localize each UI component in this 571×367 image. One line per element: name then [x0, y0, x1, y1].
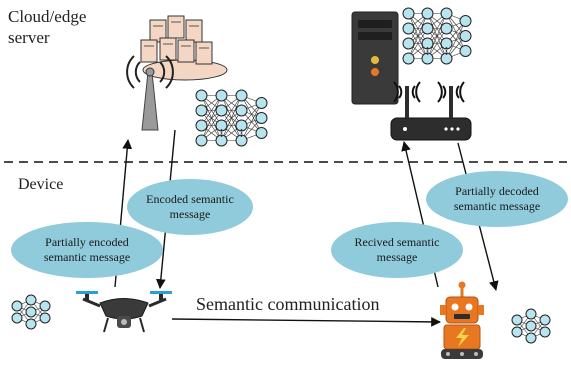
partially-decoded-bubble [426, 171, 568, 227]
pc-nn-icon [402, 7, 472, 65]
received-line1: Recived semantic [354, 235, 440, 249]
partially-decoded-line2: semantic message [453, 199, 541, 213]
partially-decoded-text: Partially decoded semantic message [432, 184, 562, 214]
encoded-line2: message [169, 207, 211, 221]
robot-nn-icon [511, 308, 551, 344]
received-message-bubble [331, 222, 463, 278]
server-tower-icon [351, 11, 399, 105]
server-nn-icon [195, 89, 268, 147]
server-label-line2: server [8, 28, 50, 47]
server-label-line1: Cloud/edge [8, 7, 87, 26]
encoded-line1: Encoded semantic [146, 192, 234, 206]
encoded-message-text: Encoded semantic message [130, 192, 250, 222]
partially-decoded-line1: Partially decoded [455, 184, 539, 198]
device-label: Device [18, 176, 64, 193]
communication-arrow [171, 317, 441, 327]
drone-nn-icon [11, 294, 51, 330]
received-line2: message [376, 250, 418, 264]
encoded-message-bubble [127, 179, 253, 235]
partially-encoded-text: Partially encoded semantic message [17, 235, 157, 265]
partially-encoded-line2: semantic message [43, 250, 131, 264]
partially-encoded-bubble [11, 222, 163, 278]
partially-encoded-line1: Partially encoded [45, 235, 129, 249]
router-icon [390, 81, 472, 141]
robot-icon [440, 281, 484, 359]
received-message-text: Recived semantic message [337, 235, 457, 265]
semantic-communication-label: Semantic communication [196, 294, 380, 314]
drone-icon [76, 291, 172, 333]
base-station-icon [126, 15, 228, 131]
cloud-edge-server-label: Cloud/edge server [8, 6, 118, 48]
